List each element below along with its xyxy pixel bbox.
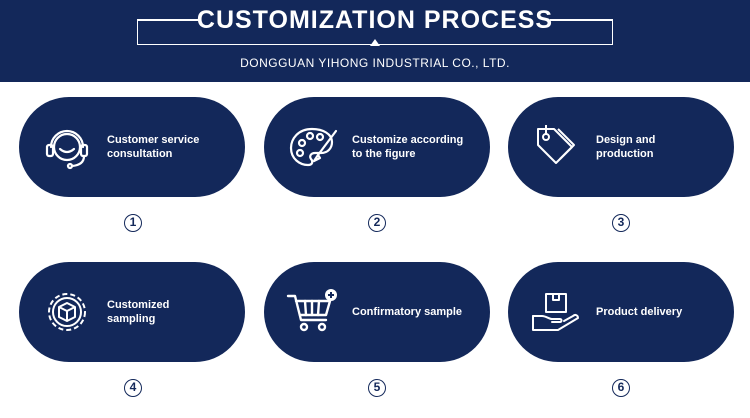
hand-box-icon [532,293,579,331]
headset-icon [45,129,89,170]
step-label: Customer service consultation [107,134,200,160]
tag-icon [537,125,575,164]
step-label: Customize according to the figure [352,134,464,160]
step-number-1: 1 [124,214,142,232]
step-number-6: 6 [612,379,630,397]
step-card-6: Product delivery [508,262,734,362]
title-frame-line-left [137,19,199,21]
title-frame-line-right [550,19,613,21]
step-label: Design and production [596,134,656,160]
step-card-5: Confirmatory sample [264,262,490,362]
gear-box-icon [48,293,86,331]
step-card-2: Customize according to the figure [264,97,490,197]
step-number-3: 3 [612,214,630,232]
step-card-1: Customer service consultation [19,97,245,197]
step-label: Product delivery [596,306,683,318]
step-label: Customized sampling [107,299,170,325]
step-number-5: 5 [368,379,386,397]
cart-icon [286,289,337,332]
step-card-4: Customized sampling [19,262,245,362]
title-pointer [370,39,380,46]
step-number-4: 4 [124,379,142,397]
step-label: Confirmatory sample [352,306,463,318]
step-number-2: 2 [368,214,386,232]
company-name: DONGGUAN YIHONG INDUSTRIAL CO., LTD. [240,56,510,70]
palette-icon [289,127,338,167]
step-card-3: Design and production [508,97,734,197]
page-title: CUSTOMIZATION PROCESS [196,6,554,34]
